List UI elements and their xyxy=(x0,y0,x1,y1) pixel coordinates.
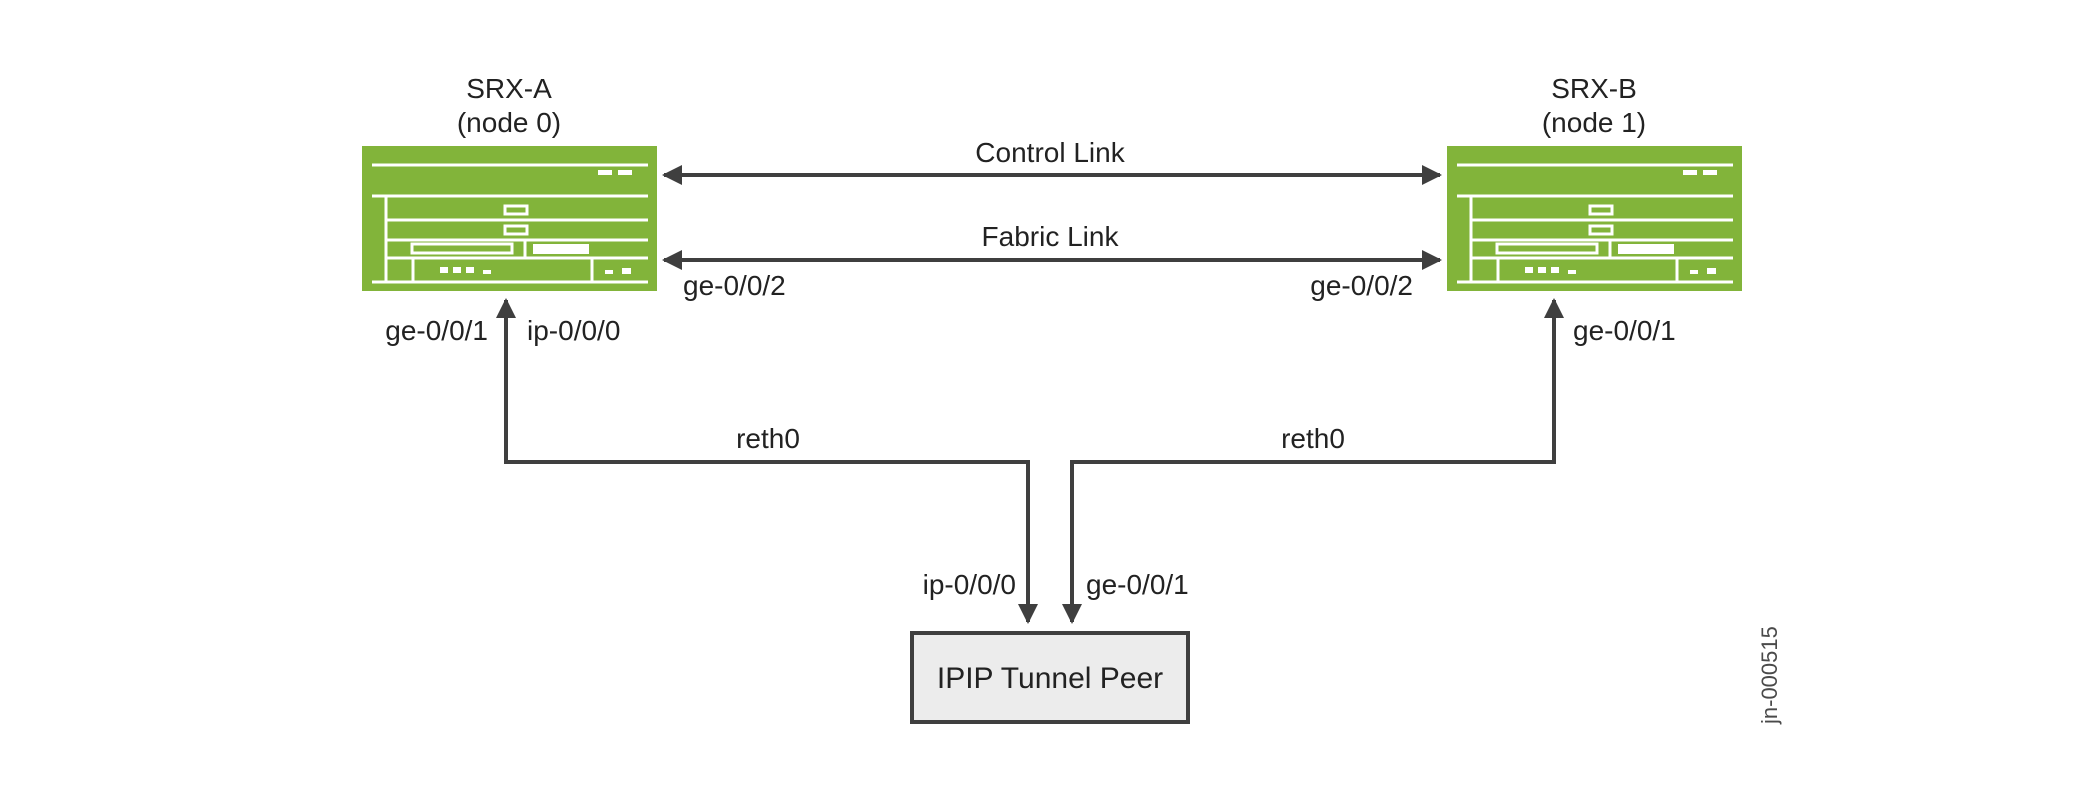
reth-right-path xyxy=(1062,298,1564,624)
srx-a-device xyxy=(362,146,657,291)
srx-a-node: (node 0) xyxy=(457,107,561,138)
srx-b-chassis-detail xyxy=(1457,163,1733,284)
fabric-link-label: Fabric Link xyxy=(982,221,1120,252)
peer-ip-interface: ip-0/0/0 xyxy=(923,569,1016,600)
srx-b-ge-interface: ge-0/0/1 xyxy=(1573,315,1676,346)
figure-id: jn-000515 xyxy=(1757,626,1782,725)
control-link-label: Control Link xyxy=(975,137,1125,168)
srx-a-chassis-detail xyxy=(372,163,648,284)
srx-a-ip-interface: ip-0/0/0 xyxy=(527,315,620,346)
peer-ge-interface: ge-0/0/1 xyxy=(1086,569,1189,600)
reth-left-path xyxy=(496,298,1038,624)
ipip-tunnel-peer-box xyxy=(910,631,1190,724)
srx-b-name: SRX-B xyxy=(1551,73,1637,104)
srx-b-device xyxy=(1447,146,1742,291)
reth-right-label: reth0 xyxy=(1281,423,1345,454)
reth-left-label: reth0 xyxy=(736,423,800,454)
srx-b-node: (node 1) xyxy=(1542,107,1646,138)
srx-b-fabric-interface: ge-0/0/2 xyxy=(1310,270,1413,301)
srx-a-ge-interface: ge-0/0/1 xyxy=(385,315,488,346)
ipip-tunnel-peer-label: IPIP Tunnel Peer xyxy=(937,662,1163,695)
srx-a-name: SRX-A xyxy=(466,73,552,104)
srx-a-fabric-interface: ge-0/0/2 xyxy=(683,270,786,301)
